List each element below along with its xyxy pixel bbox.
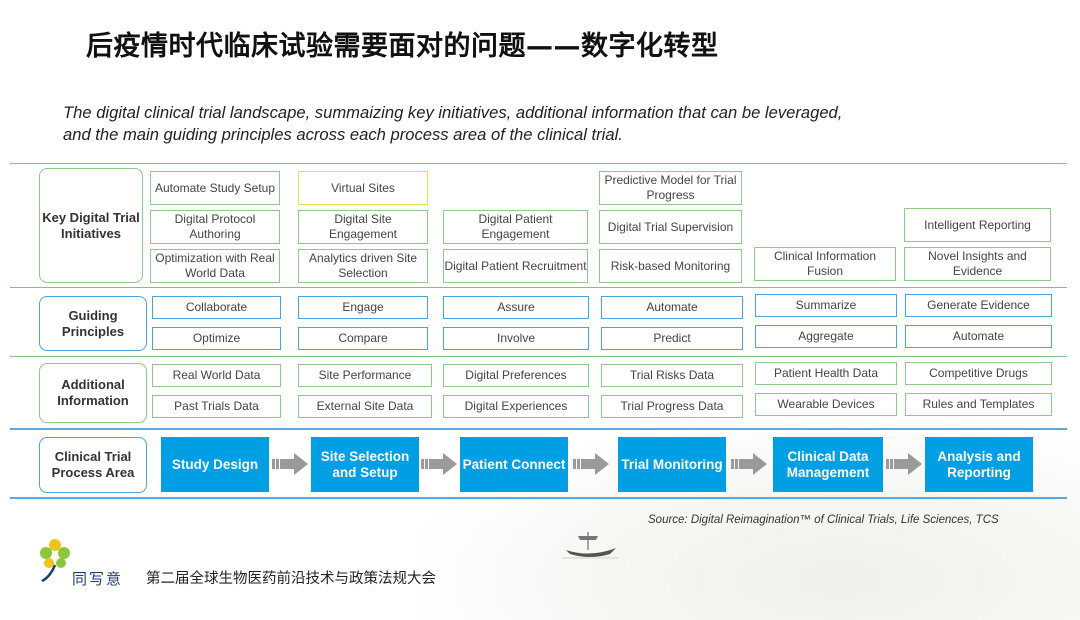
process-step-trial-monitoring: Trial Monitoring	[618, 437, 726, 492]
arrow-right-icon	[886, 453, 922, 475]
info-site-performance: Site Performance	[298, 364, 432, 387]
logo-icon	[40, 539, 70, 583]
initiative-optimization-real-world-data: Optimization with Real World Data	[150, 249, 280, 283]
info-digital-experiences: Digital Experiences	[443, 395, 589, 418]
subtitle-line-2: and the main guiding principles across e…	[63, 125, 623, 144]
info-competitive-drugs: Competitive Drugs	[905, 362, 1052, 385]
process-step-site-selection: Site Selection and Setup	[311, 437, 419, 492]
principle-generate-evidence: Generate Evidence	[905, 294, 1052, 317]
principle-optimize: Optimize	[152, 327, 281, 350]
principle-collaborate: Collaborate	[152, 296, 281, 319]
initiative-virtual-sites: Virtual Sites	[298, 171, 428, 205]
initiative-analytics-site-selection: Analytics driven Site Selection	[298, 249, 428, 283]
logo-text: 同写意	[72, 570, 124, 588]
divider-principles	[10, 356, 1067, 357]
arrow-right-icon	[272, 453, 308, 475]
initiative-digital-site-engagement: Digital Site Engagement	[298, 210, 428, 244]
info-patient-health-data: Patient Health Data	[755, 362, 897, 385]
principle-automate: Automate	[601, 296, 743, 319]
divider-initiatives	[10, 287, 1067, 288]
page-title: 后疫情时代临床试验需要面对的问题——数字化转型	[86, 31, 719, 62]
process-step-patient-connect: Patient Connect	[460, 437, 568, 492]
initiative-predictive-model: Predictive Model for Trial Progress	[599, 171, 742, 205]
info-real-world-data: Real World Data	[152, 364, 281, 387]
info-trial-progress-data: Trial Progress Data	[601, 395, 743, 418]
divider-process-bottom	[10, 497, 1067, 499]
info-rules-and-templates: Rules and Templates	[905, 393, 1052, 416]
initiative-digital-trial-supervision: Digital Trial Supervision	[599, 210, 742, 244]
source-note: Source: Digital Reimagination™ of Clinic…	[648, 514, 999, 526]
initiative-digital-patient-engagement: Digital Patient Engagement	[443, 210, 588, 244]
process-step-analysis-reporting: Analysis and Reporting	[925, 437, 1033, 492]
initiative-clinical-information-fusion: Clinical Information Fusion	[754, 247, 896, 281]
initiative-digital-protocol-authoring: Digital Protocol Authoring	[150, 210, 280, 244]
principle-compare: Compare	[298, 327, 428, 350]
principle-predict: Predict	[601, 327, 743, 350]
principle-summarize: Summarize	[755, 294, 897, 317]
initiative-risk-based-monitoring: Risk-based Monitoring	[599, 249, 742, 283]
info-digital-preferences: Digital Preferences	[443, 364, 589, 387]
row-label-clinical-trial-process-area: Clinical Trial Process Area	[39, 437, 147, 493]
info-wearable-devices: Wearable Devices	[755, 393, 897, 416]
info-trial-risks-data: Trial Risks Data	[601, 364, 743, 387]
principle-automate-analysis: Automate	[905, 325, 1052, 348]
subtitle-line-1: The digital clinical trial landscape, su…	[63, 103, 843, 122]
process-step-clinical-data-management: Clinical Data Management	[773, 437, 883, 492]
initiative-intelligent-reporting: Intelligent Reporting	[904, 208, 1051, 242]
boat-illustration-icon	[562, 532, 618, 559]
arrow-right-icon	[421, 453, 457, 475]
arrow-right-icon	[731, 453, 767, 475]
process-step-study-design: Study Design	[161, 437, 269, 492]
initiative-digital-patient-recruitment: Digital Patient Recruitment	[443, 249, 588, 283]
divider-top	[10, 163, 1067, 164]
row-label-additional-information: Additional Information	[39, 363, 147, 423]
initiative-novel-insights: Novel Insights and Evidence	[904, 247, 1051, 281]
principle-aggregate: Aggregate	[755, 325, 897, 348]
initiative-automate-study-setup: Automate Study Setup	[150, 171, 280, 205]
arrow-right-icon	[573, 453, 609, 475]
principle-assure: Assure	[443, 296, 589, 319]
info-external-site-data: External Site Data	[298, 395, 432, 418]
principle-engage: Engage	[298, 296, 428, 319]
divider-process-top	[10, 428, 1067, 430]
conference-name: 第二届全球生物医药前沿技术与政策法规大会	[146, 571, 436, 587]
row-label-key-digital-initiatives: Key Digital Trial Initiatives	[39, 168, 143, 283]
page-subtitle: The digital clinical trial landscape, su…	[63, 102, 963, 146]
info-past-trials-data: Past Trials Data	[152, 395, 281, 418]
row-label-guiding-principles: Guiding Principles	[39, 296, 147, 351]
principle-involve: Involve	[443, 327, 589, 350]
